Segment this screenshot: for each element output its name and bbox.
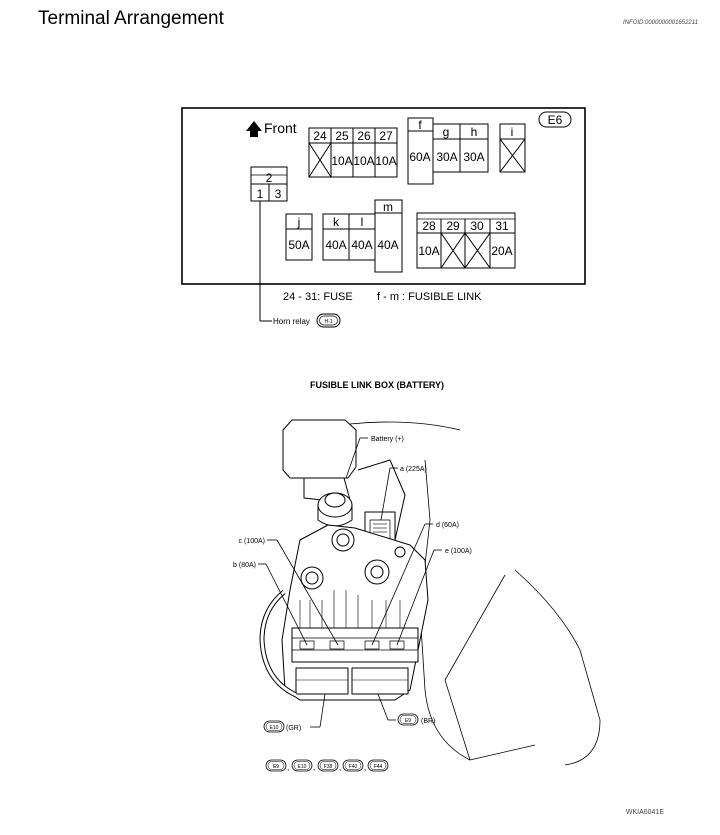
battery-fusible-link-box-drawing: [259, 419, 601, 766]
connector-e10-label: E10: [270, 725, 279, 731]
legend-fuse: 24 - 31: FUSE: [283, 291, 353, 303]
link-k-id: k: [333, 215, 340, 229]
callout-leaders: [258, 437, 442, 728]
link-h-id: h: [471, 125, 478, 139]
fuse-25-id: 25: [335, 129, 349, 143]
link-f-rating: 60A: [409, 150, 430, 164]
front-arrow-icon: [246, 121, 262, 137]
link-m: [374, 199, 403, 273]
connector-list-badge: [367, 759, 389, 772]
callout-d: d (60A): [436, 522, 459, 529]
link-group-k-l: [322, 213, 376, 261]
fuse-24-id: 24: [313, 129, 327, 143]
connector-list-badge: [265, 759, 287, 772]
link-k-rating: 40A: [325, 238, 346, 252]
battery-terminal-cover: [282, 419, 357, 479]
connector-list-f38: F38: [324, 764, 333, 770]
fuse-26-id: 26: [357, 129, 371, 143]
callout-c: c (100A): [239, 538, 265, 545]
callout-battery: Battery (+): [371, 436, 404, 443]
connector-list-separator: ,: [364, 763, 366, 772]
fuse-26-rating: 10A: [353, 154, 374, 168]
connector-list-e10: E10: [298, 764, 307, 770]
terminal-nuts: [300, 528, 406, 590]
connector-list-badge: [291, 759, 313, 772]
connector-list: E9 E10 F38 F40 F44 , , , ,: [265, 759, 389, 772]
legend-fusible-link: f - m : FUSIBLE LINK: [377, 291, 482, 303]
connector-list-badge: [342, 759, 364, 772]
horn-relay-terminals: [250, 166, 288, 202]
fuse-31-rating: 20A: [491, 244, 512, 258]
connector-e10-color: (GR): [286, 725, 301, 732]
link-j-rating: 50A: [288, 238, 309, 252]
link-l-id: l: [361, 215, 364, 229]
fuse-27-id: 27: [379, 129, 393, 143]
horn-relay-label: Horn relay: [273, 317, 310, 326]
empty-slot-mark: [308, 142, 332, 178]
callout-b: b (80A): [233, 562, 256, 569]
connector-list-e9: E9: [273, 764, 279, 770]
fuse-29-id: 29: [446, 219, 460, 233]
connector-list-f40: F40: [349, 764, 358, 770]
link-m-rating: 40A: [377, 238, 398, 252]
fuse-block-outline: [181, 107, 586, 285]
horn-relay-badge-label: H-1: [324, 319, 332, 325]
fuse-27-rating: 10A: [375, 154, 396, 168]
relay-terminal-2: 2: [266, 171, 273, 185]
connector-badge-label: E6: [548, 113, 563, 127]
fuse-28-id: 28: [422, 219, 436, 233]
link-group-f-h: [407, 117, 489, 185]
link-i: [499, 123, 526, 173]
link-j: [285, 213, 313, 261]
connector-badge-e6: [538, 111, 572, 128]
empty-slot-mark: [464, 232, 491, 269]
horn-relay-badge: [316, 313, 341, 328]
connector-e9-label: E9: [405, 718, 411, 724]
connector-list-badge: [317, 759, 339, 772]
fuse-30-id: 30: [470, 219, 484, 233]
relay-terminal-1: 1: [257, 187, 264, 201]
link-j-id: j: [297, 215, 301, 229]
link-l-rating: 40A: [351, 238, 372, 252]
fuse-25-rating: 10A: [331, 154, 352, 168]
link-m-id: m: [383, 200, 393, 214]
front-label: Front: [264, 120, 297, 136]
connector-badge-e10: [263, 720, 285, 733]
link-g-id: g: [443, 125, 450, 139]
link-h-rating: 30A: [463, 150, 484, 164]
connector-e9-color: (BR): [421, 718, 435, 725]
fuse-group-24-27: [308, 127, 398, 178]
relay-terminal-3: 3: [275, 187, 282, 201]
fuse-block: E6 Front 24 25 26 27 10A 10A 10A: [181, 107, 586, 328]
link-f-id: f: [418, 118, 422, 132]
callout-e: e (100A): [445, 548, 472, 555]
connector-list-separator: ,: [287, 763, 289, 772]
page-title: Terminal Arrangement: [38, 8, 224, 29]
connector-list-separator: ,: [313, 763, 315, 772]
fuse-31-id: 31: [495, 219, 509, 233]
empty-slot-mark: [499, 138, 526, 173]
battery-box-title: FUSIBLE LINK BOX (BATTERY): [310, 380, 444, 390]
connector-badge-e9: [397, 713, 419, 726]
connector-e10-body: [295, 667, 349, 695]
fuse-strip: [291, 627, 419, 663]
info-id: INFOID:0000000001652211: [623, 20, 698, 26]
connector-list-separator: ,: [339, 763, 341, 772]
empty-slot-mark: [440, 232, 466, 269]
figure-id: WKIA6041E: [625, 809, 664, 816]
connector-list-f44: F44: [374, 764, 383, 770]
callout-a: a (225A): [400, 466, 427, 473]
link-g-rating: 30A: [436, 150, 457, 164]
fuse-group-28-31: [416, 212, 516, 269]
link-i-id: i: [511, 125, 514, 139]
connector-e9-body: [351, 667, 409, 695]
fuse-28-rating: 10A: [418, 244, 439, 258]
